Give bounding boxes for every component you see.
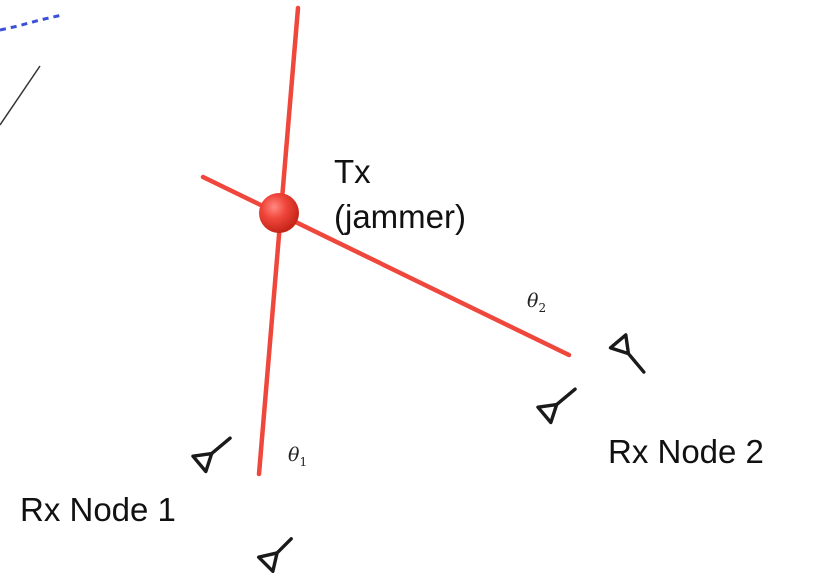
rx-node-2-label: Rx Node 2 (608, 433, 764, 470)
dashed-trace (0, 13, 63, 32)
theta-2-symbol: θ (527, 290, 539, 312)
jammer-dot (259, 193, 299, 233)
antenna-icon (608, 333, 646, 374)
theta-1-label: θ1 (288, 444, 307, 469)
beam-line-vertical (256, 5, 301, 477)
tx-jammer-label: (jammer) (334, 198, 466, 235)
antenna-icon (256, 537, 293, 574)
left-edge-line (0, 65, 41, 126)
theta-1-symbol: θ (288, 444, 300, 466)
theta-2-subscript: 2 (538, 300, 547, 315)
rx-node-1-label: Rx Node 1 (20, 491, 176, 528)
antenna-icon (536, 387, 577, 425)
theta-1-subscript: 1 (299, 454, 308, 469)
antenna-icon (191, 436, 232, 474)
theta-2-label: θ2 (527, 290, 546, 315)
tx-label: Tx (334, 153, 371, 190)
